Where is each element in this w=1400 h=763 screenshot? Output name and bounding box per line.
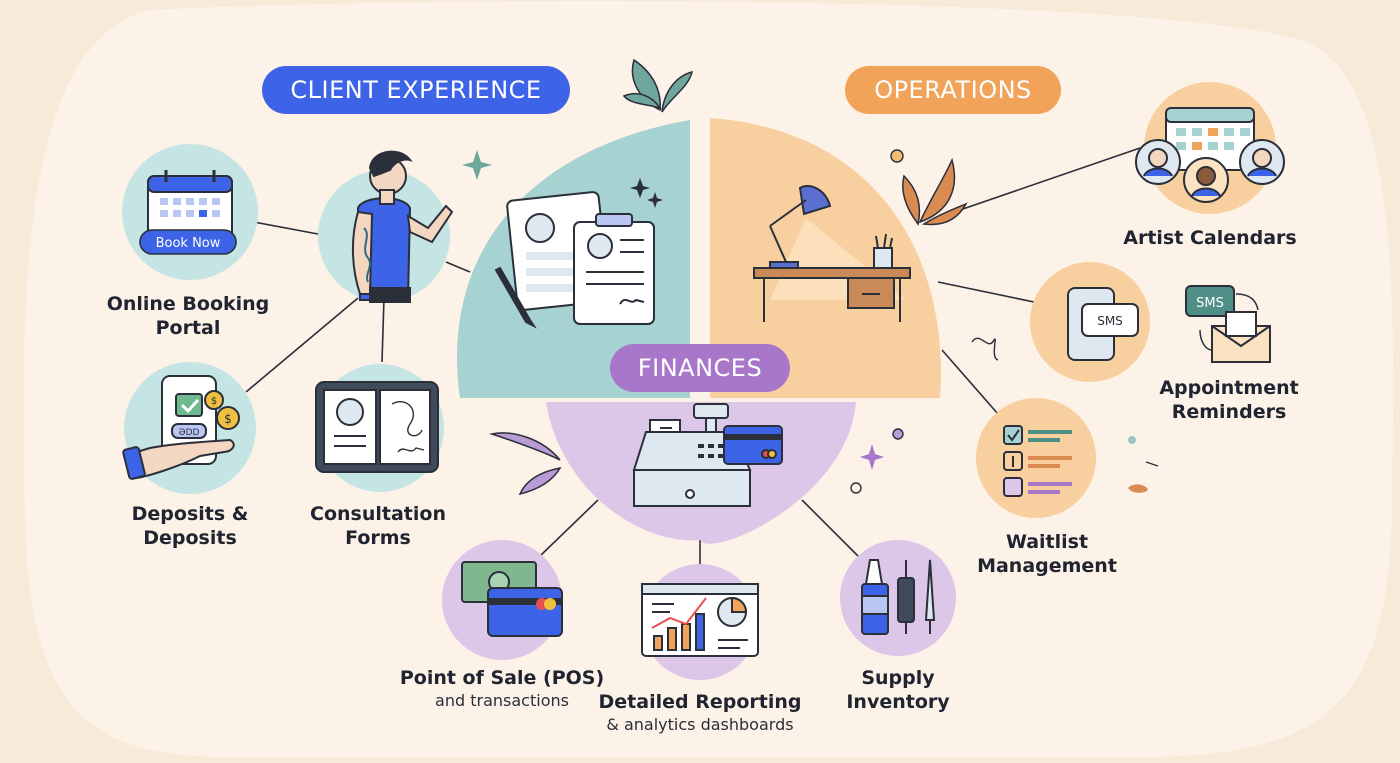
phone-sms-icon (1067, 287, 1139, 361)
online-booking-node: Book Now (122, 144, 258, 280)
deposits-card-text: ƏDD (179, 428, 200, 438)
tablet-forms-icon (315, 381, 439, 473)
supply-node (840, 540, 956, 656)
deposits-line1: Deposits & (131, 503, 249, 525)
connector-lines (245, 147, 1141, 566)
consultation-node (315, 364, 444, 492)
person-tattoo-node (318, 150, 454, 303)
book-now-text: Book Now (156, 236, 221, 251)
svg-text:$: $ (224, 412, 232, 426)
dashboard-chart-icon (641, 583, 759, 657)
deposits-line2: Deposits (143, 527, 237, 549)
sms-envelope-text: SMS (1196, 296, 1224, 311)
pos-label: Point of Sale (POS) and transactions (392, 666, 612, 712)
reporting-line2: & analytics dashboards (606, 715, 794, 734)
artist-calendars-node (1135, 82, 1285, 214)
supply-label: Supply Inventory (808, 666, 988, 714)
online-booking-line1: Online Booking (106, 293, 270, 315)
pos-node (442, 540, 563, 660)
checklist-icon (1003, 425, 1072, 497)
envelope-sms-icon (1185, 285, 1271, 363)
waitlist-node (976, 398, 1096, 518)
online-booking-line2: Portal (155, 317, 221, 339)
deposits-node: $ $ ƏDD (122, 362, 256, 494)
leaf-icon (902, 157, 968, 226)
cash-card-icon (461, 561, 563, 637)
supply-line2: Inventory (846, 691, 950, 713)
consultation-line1: Consultation (310, 503, 446, 525)
supply-line1: Supply (861, 667, 935, 689)
waitlist-label: Waitlist Management (947, 530, 1147, 578)
phone-payment-icon: $ $ (122, 375, 240, 480)
online-booking-label: Online Booking Portal (98, 292, 278, 340)
reporting-line1: Detailed Reporting (598, 691, 802, 713)
leaf-icon (622, 58, 694, 113)
reminders-line2: Reminders (1171, 401, 1287, 423)
sms-text: SMS (1097, 314, 1123, 328)
deposits-label: Deposits & Deposits (100, 502, 280, 550)
book-now-button (139, 229, 237, 255)
desk-lamp-icon (753, 185, 911, 322)
reporting-node (641, 564, 759, 680)
documents-icon (494, 191, 655, 329)
consultation-label: Consultation Forms (288, 502, 468, 550)
reporting-label: Detailed Reporting & analytics dashboard… (590, 690, 810, 736)
reminders-line1: Appointment (1159, 377, 1299, 399)
svg-text:$: $ (211, 396, 217, 407)
person-tattoo-icon (351, 150, 454, 303)
artist-calendars-line1: Artist Calendars (1123, 227, 1297, 249)
client-experience-pill: CLIENT EXPERIENCE (262, 66, 570, 114)
calendar-avatars-icon (1135, 107, 1285, 203)
calendar-icon (147, 170, 233, 243)
pos-line2: and transactions (435, 691, 569, 710)
reminders-node: SMS SMS (1030, 262, 1271, 382)
leaf-icon (489, 432, 562, 496)
reminders-label: Appointment Reminders (1129, 376, 1329, 424)
pos-line1: Point of Sale (POS) (399, 667, 605, 689)
ink-needle-icon (861, 559, 936, 635)
sparkle-icon (462, 150, 884, 470)
consultation-line2: Forms (345, 527, 411, 549)
waitlist-line2: Management (977, 555, 1117, 577)
operations-pill: OPERATIONS (845, 66, 1061, 114)
artist-calendars-label: Artist Calendars (1110, 226, 1310, 250)
waitlist-line1: Waitlist (1005, 531, 1089, 553)
finances-pill: FINANCES (610, 344, 790, 392)
decor-dots (850, 149, 1159, 494)
cash-register-icon (632, 403, 783, 507)
